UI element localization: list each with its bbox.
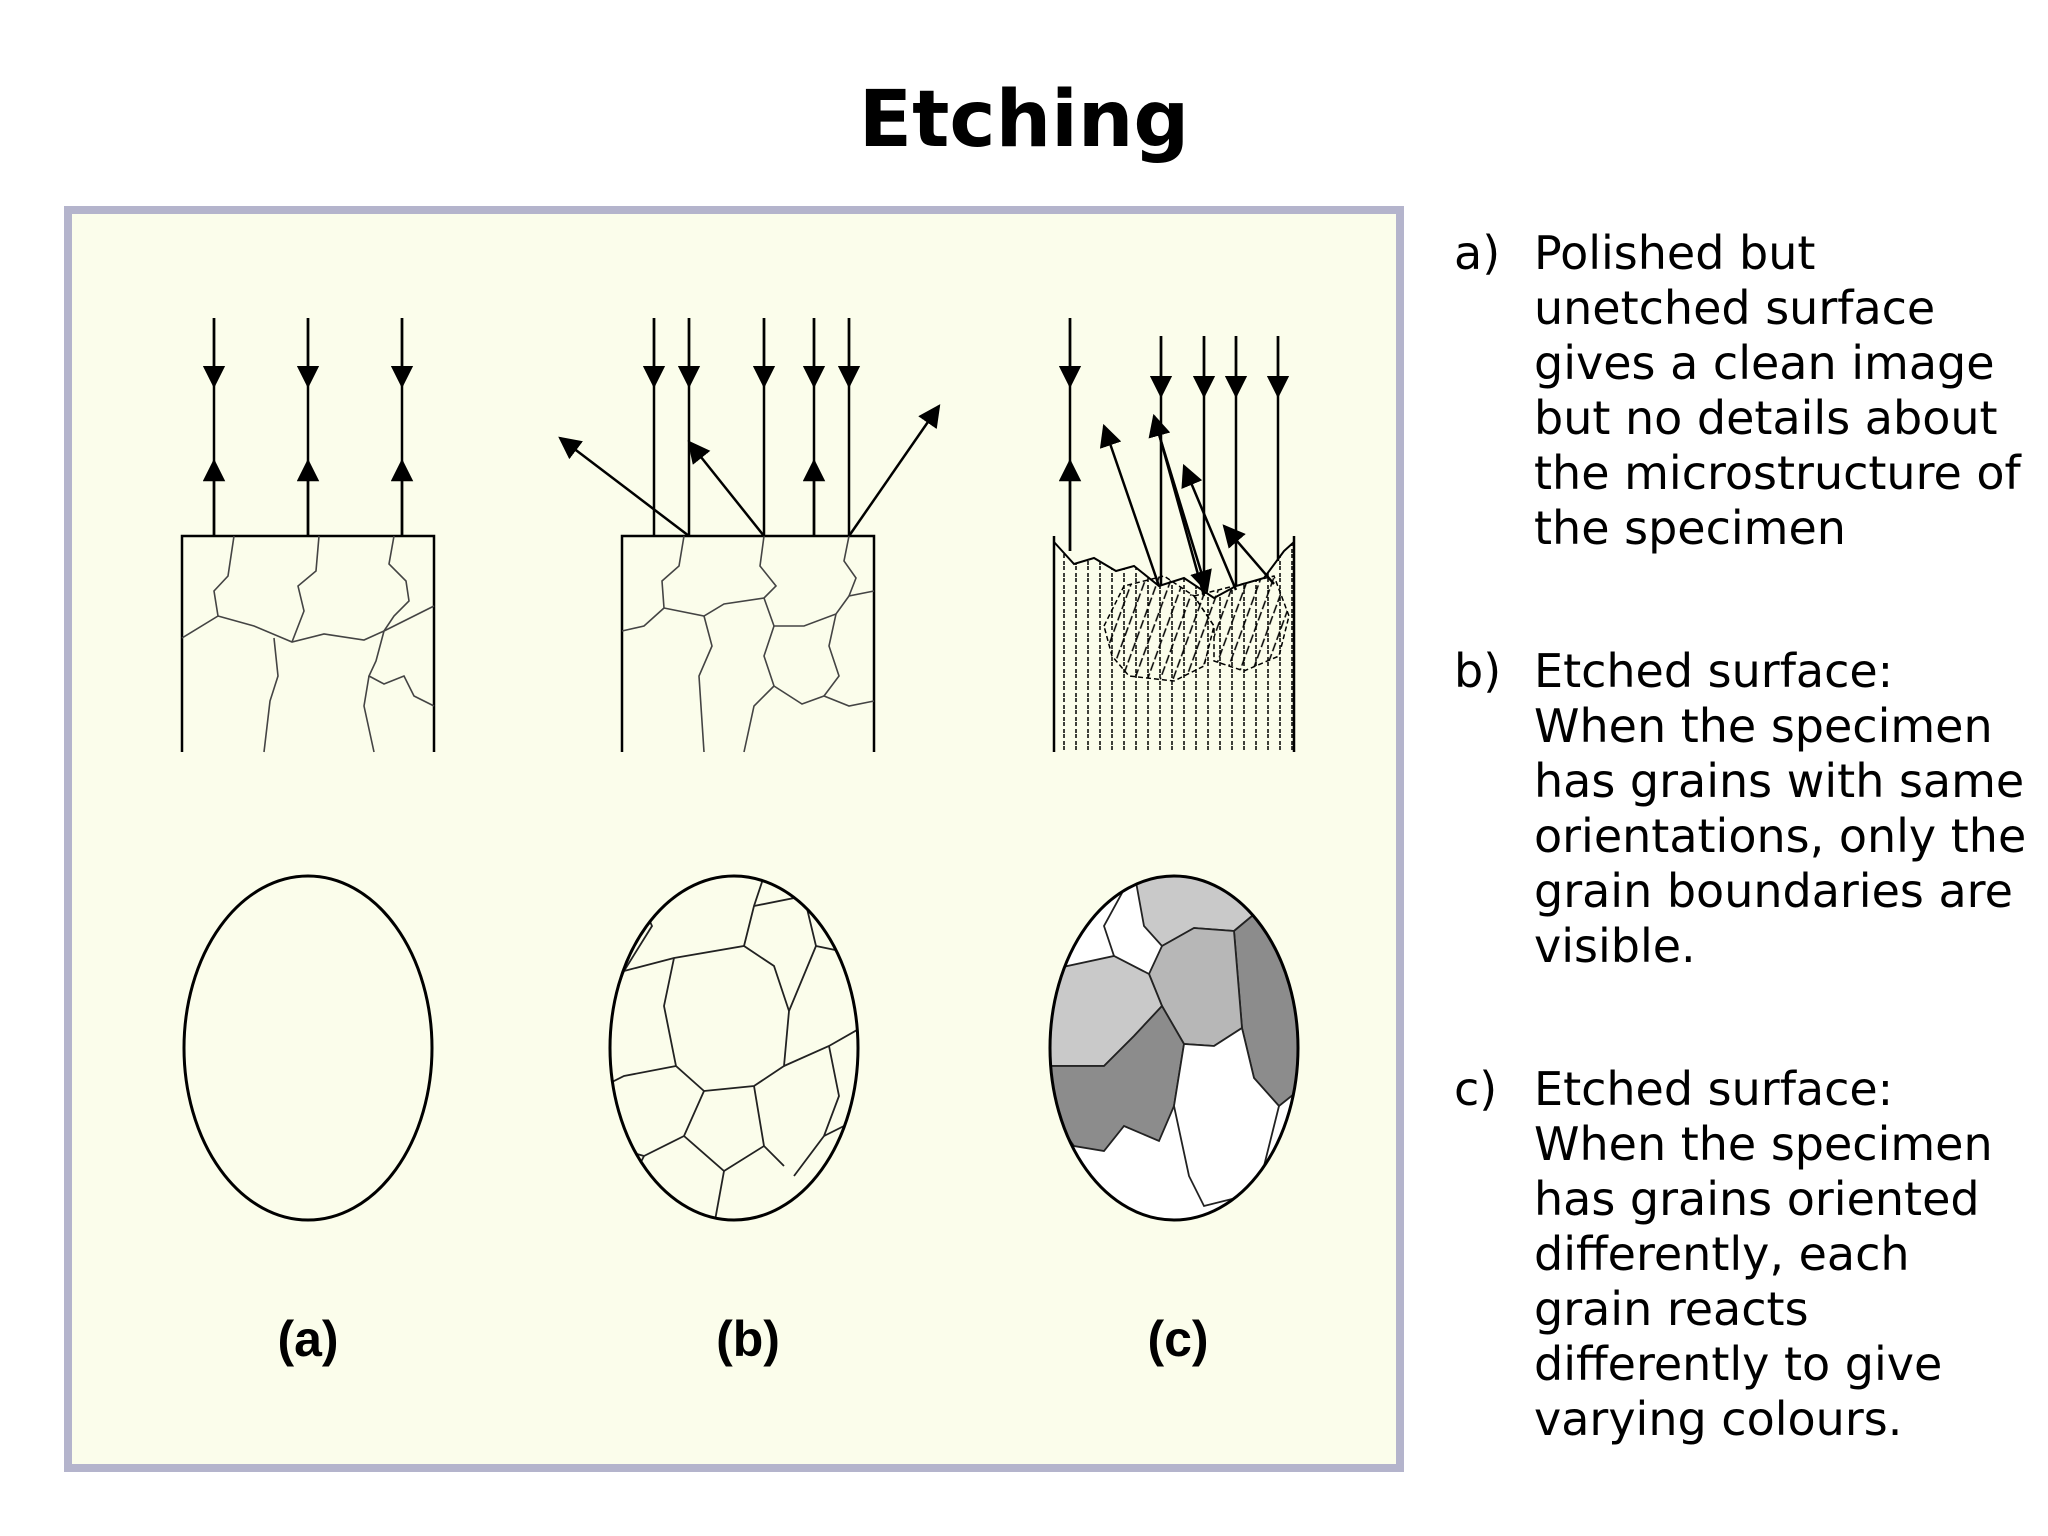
slide-title: Etching — [858, 75, 1190, 165]
list-item-text: Polished but unetched surface gives a cl… — [1534, 226, 2021, 555]
list-marker: b) — [1454, 644, 1502, 698]
list-marker: a) — [1454, 226, 1501, 280]
figure-frame — [64, 206, 1404, 1472]
list-item: a) Polished but unetched surface gives a… — [1454, 226, 2048, 556]
list-item: b) Etched surface: When the specimen has… — [1454, 644, 2048, 974]
explanation-list: a) Polished but unetched surface gives a… — [1454, 226, 2048, 1535]
panel-b-light-rays — [558, 318, 941, 537]
list-item-text: Etched surface: When the specimen has gr… — [1534, 1062, 1993, 1446]
panel-c-light-rays — [1058, 318, 1290, 597]
etching-diagram: (a) (b) (c) — [64, 206, 1404, 1472]
panel-a-view — [182, 874, 434, 1222]
panel-a-light-rays — [202, 318, 414, 536]
panel-label-b: (b) — [716, 1311, 780, 1367]
panel-b-cross-section — [620, 534, 876, 753]
panel-c-view — [1048, 874, 1300, 1222]
panel-label-a: (a) — [277, 1311, 338, 1367]
etching-figure: (a) (b) (c) — [64, 206, 1404, 1472]
list-marker: c) — [1454, 1062, 1498, 1116]
list-item: c) Etched surface: When the specimen has… — [1454, 1062, 2048, 1447]
panel-label-c: (c) — [1147, 1311, 1208, 1367]
list-item-text: Etched surface: When the specimen has gr… — [1534, 644, 2027, 973]
panel-c-cross-section — [1052, 536, 1296, 752]
